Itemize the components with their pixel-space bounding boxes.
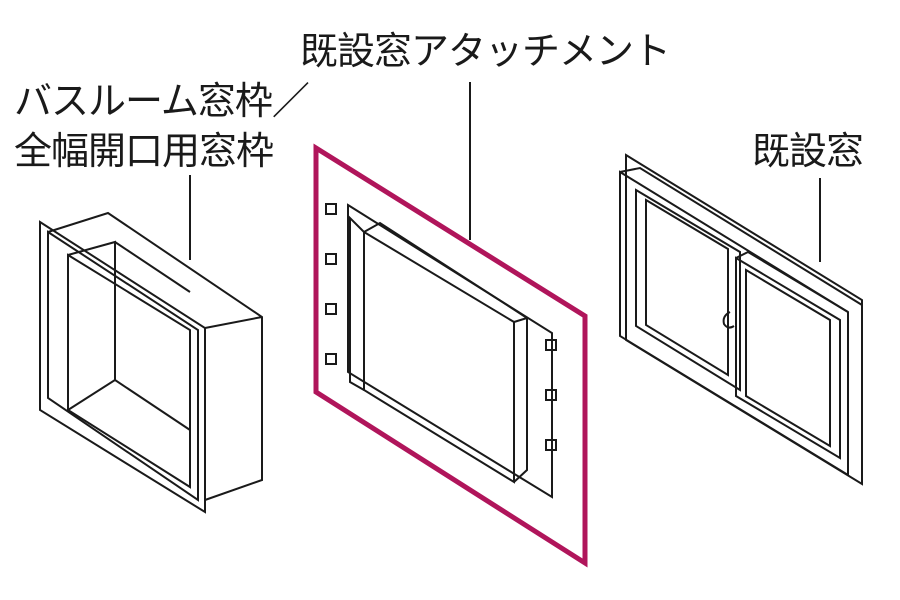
window-left-glass <box>645 198 729 377</box>
frame-back-floor <box>67 379 116 411</box>
mounting-tab <box>325 353 337 365</box>
existing-window <box>619 153 863 486</box>
mounting-tab <box>545 389 557 401</box>
attachment-inner-panel <box>363 230 515 484</box>
window-outer-frame <box>625 153 863 486</box>
window-right-sash <box>735 256 841 460</box>
attachment-panel-edge <box>513 317 528 323</box>
window-right-glass <box>745 268 831 448</box>
frame-box-depth <box>47 211 263 501</box>
frame-flange-outer <box>39 220 206 514</box>
attachment-panel-left-edge <box>349 215 365 391</box>
mounting-tab <box>545 339 557 351</box>
window-attachment <box>313 143 588 568</box>
window-right-sash-top <box>735 250 849 313</box>
attachment-label: 既設窓アタッチメント <box>300 29 671 73</box>
attachment-highlight-outline <box>313 143 588 568</box>
existing-window-label: 既設窓 <box>752 129 864 173</box>
frame-flange-inner <box>47 230 199 502</box>
mounting-tab <box>545 439 557 451</box>
window-lock-icon <box>722 311 735 329</box>
window-frame-top-depth <box>619 166 863 306</box>
window-left-sash <box>635 188 741 392</box>
frame-back-left <box>67 240 116 380</box>
bathroom-frame-label-line2: 全幅開口用窓枠 <box>14 129 274 173</box>
frame-back-bottom <box>114 379 191 431</box>
mounting-tab <box>325 303 337 315</box>
frame-back-top <box>114 241 191 293</box>
bathroom-frame-label-line1: バスルーム窓枠／ <box>14 79 310 123</box>
mounting-tab <box>325 253 337 265</box>
frame-box-top-edge <box>204 316 263 329</box>
mounting-tab <box>325 203 337 215</box>
window-frame-face <box>619 170 849 477</box>
attachment-back-frame <box>347 203 553 499</box>
bathroom-window-frame <box>39 211 263 514</box>
frame-opening <box>67 253 191 489</box>
